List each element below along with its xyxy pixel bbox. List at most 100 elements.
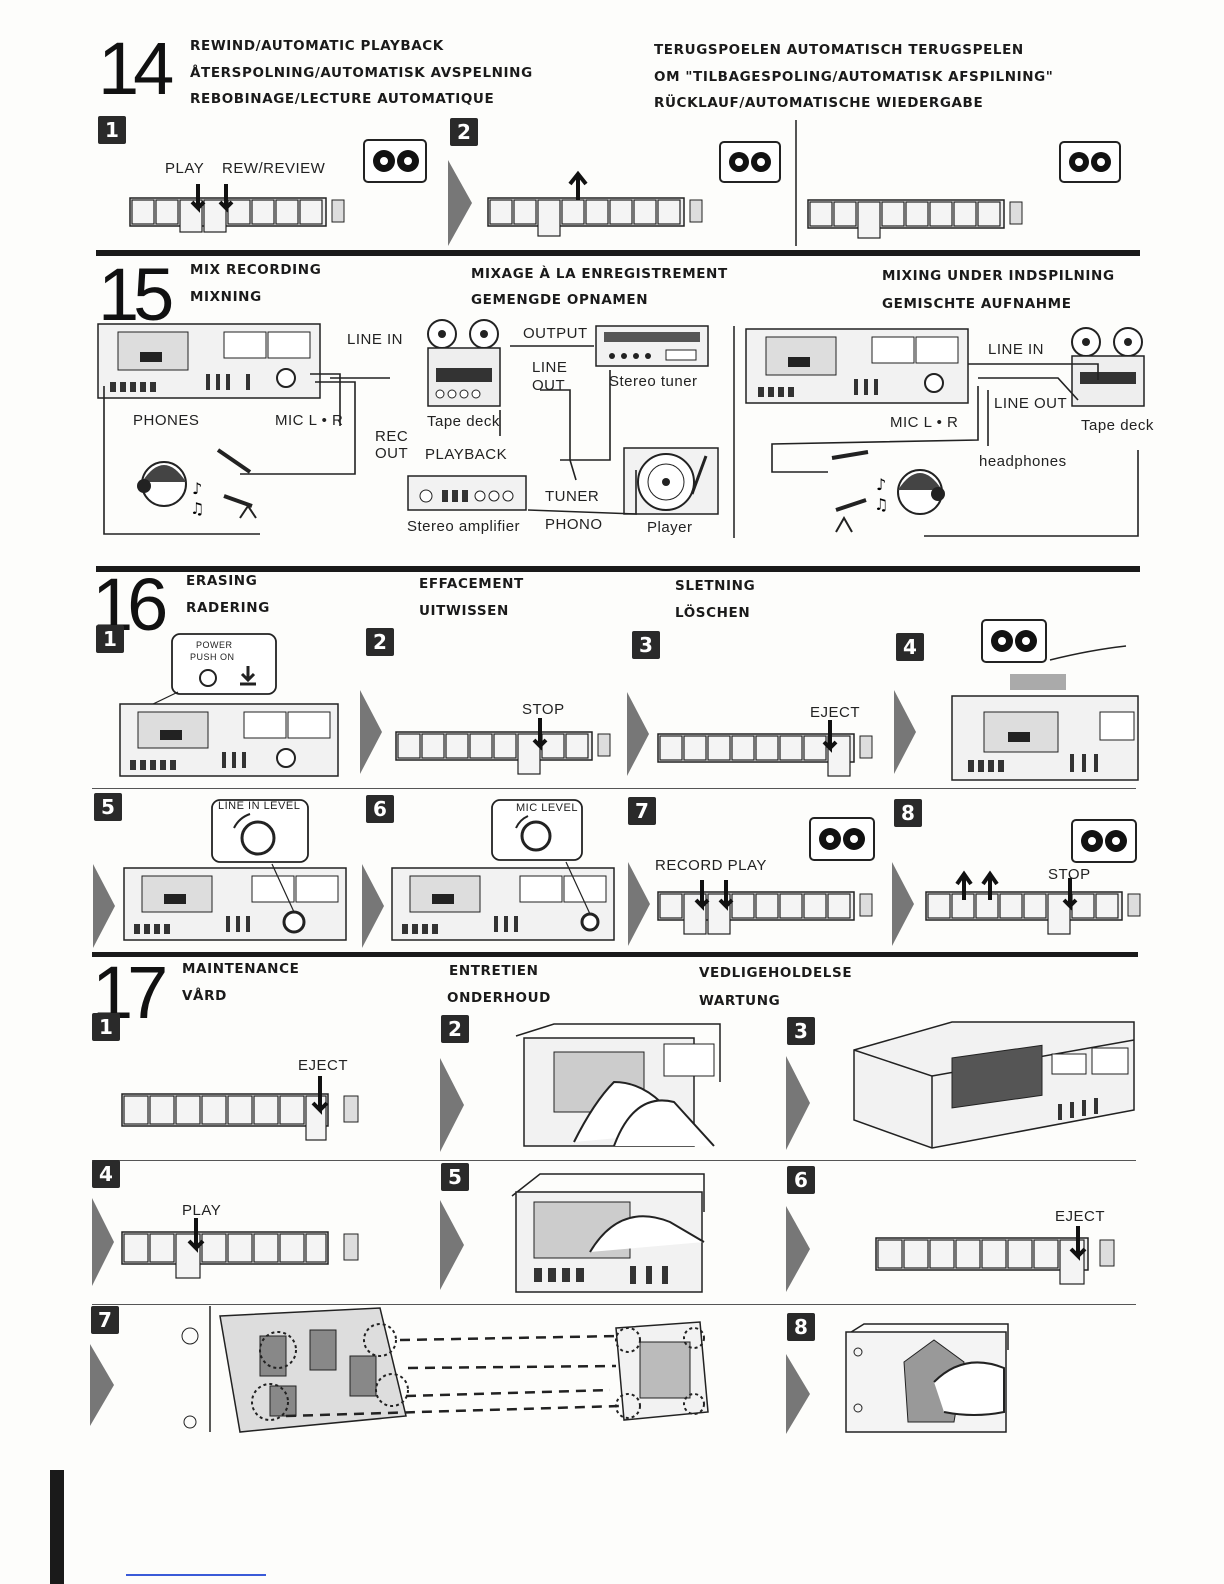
s15-title-sv: MIXNING	[190, 289, 262, 305]
divider	[795, 120, 797, 246]
divider	[92, 1160, 1136, 1161]
deck-perspective-illustration	[853, 1021, 1135, 1149]
s15-label-line-in: LINE IN	[347, 331, 404, 348]
arrow-right-icon	[362, 864, 384, 948]
s16-label-mic-level: MIC LEVEL	[516, 802, 578, 814]
s17-label-eject: EJECT	[298, 1057, 349, 1074]
s17-step-2: 2	[441, 1015, 469, 1043]
cassette-deck	[123, 863, 347, 941]
s15-label-output: OUTPUT	[523, 325, 588, 342]
cassette-deck	[97, 323, 321, 399]
svg-text:♪: ♪	[876, 475, 886, 494]
s15-title-nl: GEMENGDE OPNAMEN	[471, 292, 649, 308]
s17-label-eject-6: EJECT	[1055, 1208, 1106, 1225]
s15-title-en: MIX RECORDING	[190, 262, 322, 278]
cassette-deck	[745, 328, 969, 404]
divider	[92, 1304, 1136, 1305]
s17-title-de: WARTUNG	[699, 993, 781, 1009]
arrow-right-icon	[92, 1198, 114, 1286]
microphone-icon	[831, 450, 869, 533]
s17-key-panel-1	[121, 1076, 359, 1141]
s15-cables-left	[103, 373, 390, 535]
section-number-15: 15	[98, 253, 174, 336]
s16-step-5: 5	[94, 793, 122, 821]
stereo-tuner	[595, 325, 709, 367]
arrow-right-icon	[360, 690, 382, 774]
s15-label-mic-right: MIC L • R	[890, 414, 959, 431]
s17-step-7: 7	[91, 1306, 119, 1334]
s14-title-nl: TERUGSPOELEN AUTOMATISCH TERUGSPELEN	[654, 42, 1024, 58]
s15-cables-right	[771, 363, 1139, 537]
s14-step-2: 2	[450, 118, 478, 146]
s15-label-line: LINE	[532, 359, 568, 376]
s15-label-playback: PLAYBACK	[425, 446, 508, 463]
s17-key-panel-6	[875, 1226, 1115, 1285]
arrow-right-icon	[894, 690, 916, 774]
s14-title-fr: REBOBINAGE/LECTURE AUTOMATIQUE	[190, 91, 495, 107]
svg-text:♪: ♪	[192, 479, 202, 498]
s17-title-nl: ONDERHOUD	[447, 990, 551, 1006]
stereo-amplifier	[407, 475, 527, 511]
cassette-icon	[719, 141, 781, 183]
cassette-icon	[809, 817, 875, 861]
section-divider	[96, 566, 1140, 572]
arrow-right-icon	[448, 160, 472, 246]
cassette-icon	[1059, 141, 1121, 183]
cleaning-head-illustration	[515, 1023, 721, 1147]
s17-step-5: 5	[441, 1163, 469, 1191]
s16-label-power: POWER	[196, 640, 233, 650]
s16-step-4: 4	[896, 633, 924, 661]
s17-step-8: 8	[787, 1313, 815, 1341]
arrow-right-icon	[90, 1344, 114, 1426]
footer-underline	[126, 1574, 266, 1576]
s15-cables-mid	[499, 345, 637, 515]
s14-step-1: 1	[98, 116, 126, 144]
s16-step-3: 3	[632, 631, 660, 659]
s16-label-eject: EJECT	[810, 704, 861, 721]
s15-label-player: Player	[647, 519, 693, 536]
s15-label-stereo-amp: Stereo amplifier	[407, 518, 521, 535]
s16-step-8: 8	[894, 799, 922, 827]
s15-label-mic: MIC L • R	[275, 412, 344, 429]
section-divider	[96, 250, 1140, 256]
s16-label-stop-8: STOP	[1048, 866, 1091, 883]
s17-title-en: MAINTENANCE	[182, 961, 300, 977]
s15-label-line-out-right: LINE OUT	[994, 395, 1068, 412]
s16-title-nl: UITWISSEN	[419, 603, 509, 619]
cassette-icon	[981, 619, 1047, 663]
s16-key-panel-3	[657, 720, 873, 777]
s16-label-line-in-level: LINE IN LEVEL	[218, 800, 301, 812]
s17-title-da: VEDLIGEHOLDELSE	[699, 965, 853, 981]
microphone-icon	[216, 448, 257, 519]
cassette-deck	[119, 691, 339, 777]
deck-insert-cassette	[951, 645, 1139, 781]
s16-step-6: 6	[366, 795, 394, 823]
s17-step-1: 1	[92, 1013, 120, 1041]
s17-label-play: PLAY	[182, 1202, 222, 1219]
s15-label-tuner: TUNER	[545, 488, 600, 505]
s17-title-sv: VÅRD	[182, 988, 227, 1004]
divider	[733, 326, 735, 538]
s15-title-da: MIXING UNDER INDSPILNING	[882, 268, 1115, 284]
s15-label-tape-deck-right: Tape deck	[1081, 417, 1154, 434]
s16-key-panel-7	[657, 880, 873, 935]
arrow-right-icon	[786, 1206, 810, 1292]
s15-label-tape-deck: Tape deck	[427, 413, 500, 430]
s16-step-7: 7	[628, 797, 656, 825]
arrow-right-icon	[440, 1200, 464, 1290]
line-in-level-knob-callout	[211, 799, 309, 863]
s17-step-4: 4	[92, 1160, 120, 1188]
s16-label-record-play: RECORD PLAY	[655, 857, 767, 874]
headphone-person: ♪♫	[137, 461, 204, 518]
s16-title-sv: RADERING	[186, 600, 270, 616]
s16-title-en: ERASING	[186, 573, 258, 589]
reel-tape-deck	[427, 319, 501, 407]
s17-step-6: 6	[787, 1166, 815, 1194]
s15-label-phones: PHONES	[133, 412, 200, 429]
arrow-right-icon	[628, 862, 650, 946]
arrow-right-icon	[892, 862, 914, 946]
s15-title-fr: MIXAGE À LA ENREGISTREMENT	[471, 266, 728, 282]
s14-key-panel-3	[807, 199, 1023, 239]
mic-level-knob-callout	[491, 799, 583, 861]
s17-title-fr: ENTRETIEN	[449, 963, 539, 979]
